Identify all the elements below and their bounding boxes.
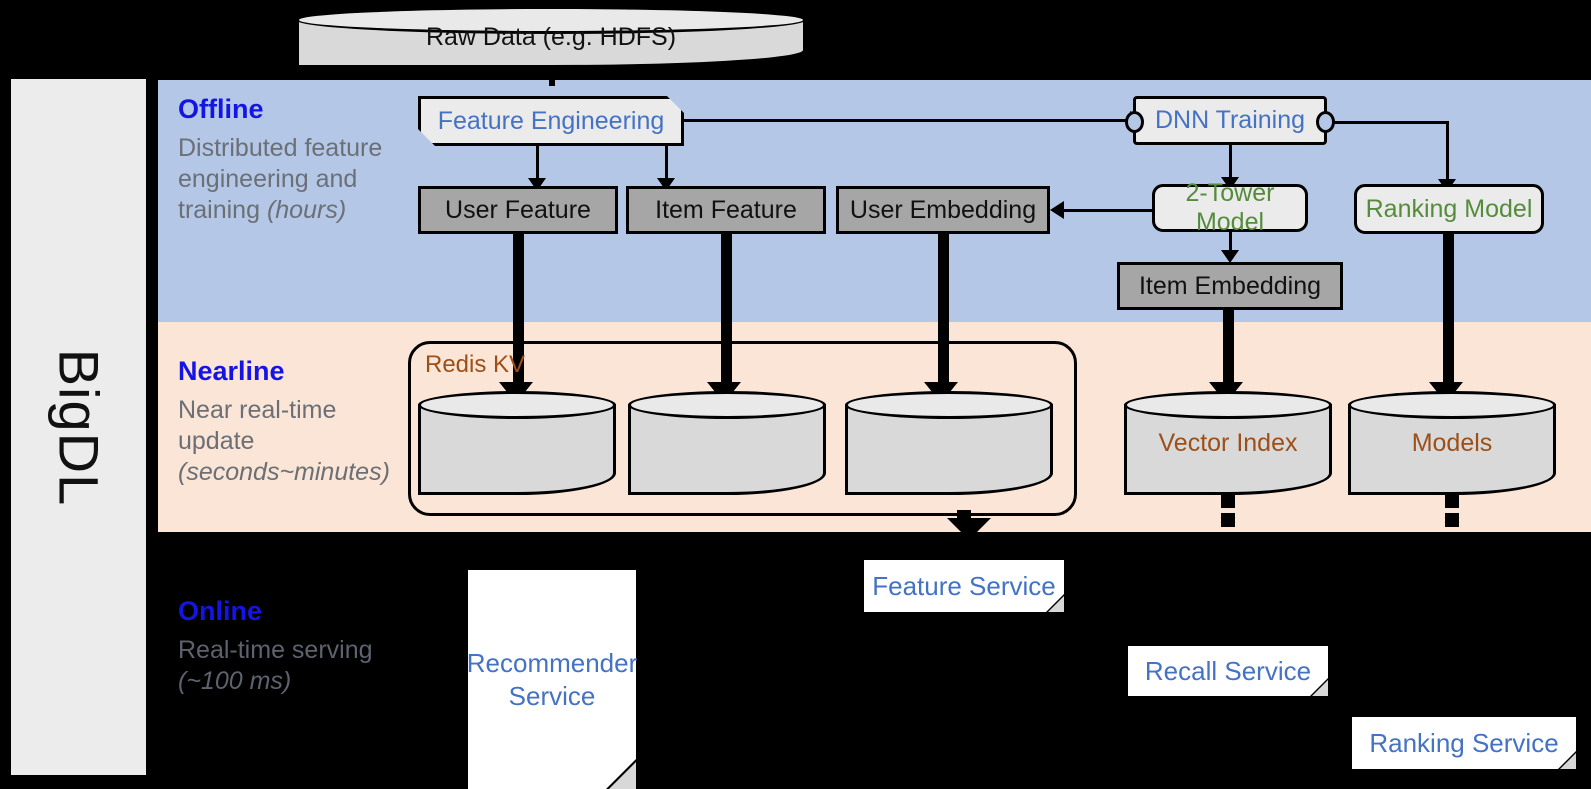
cylinder-top [296,6,806,34]
vector-index-cylinder[interactable]: Vector Index [1124,391,1332,495]
edge-fe-dnn [684,119,1132,122]
caption-offline: Offline Distributed feature engineering … [178,94,393,226]
cylinder-top [1124,391,1332,419]
node-user-embedding[interactable]: User Embedding [836,186,1050,234]
cylinder-top [845,391,1053,419]
caption-nearline: Nearline Near real-time update (seconds~… [178,356,393,488]
node-item-feature[interactable]: Item Feature [626,186,826,234]
cylinder-body [1348,404,1556,495]
cylinder-top [418,391,616,419]
node-shape [1133,96,1327,145]
item-embedding-label: Item Embedding [1138,271,1322,300]
offline-desc: Distributed feature engineering and trai… [178,133,393,226]
folded-corner-flap-icon [609,762,636,789]
two-tower-model-label: 2-Tower Model [1185,179,1275,236]
offline-desc-plain: Distributed feature engineering and trai… [178,134,383,224]
offline-title: Offline [178,94,264,124]
caption-online: Online Real-time serving (~100 ms) [178,596,393,697]
models-label: Models [1411,428,1493,457]
redis-kv-label: Redis KV [425,351,526,378]
offline-desc-italic: (hours) [266,196,347,224]
card-ranking-service[interactable]: Ranking Service [1352,717,1576,769]
node-dnn-training[interactable]: DNN Training [1125,96,1335,145]
cylinder-body [628,404,826,495]
edge-dnn-ranking-v [1446,121,1449,183]
connector-square-vector-2 [1221,513,1235,527]
vector-index-label: Vector Index [1158,428,1298,457]
online-desc-plain: Real-time serving [178,636,373,664]
cylinder-top [628,391,826,419]
recall-service-label: Recall Service [1144,655,1312,686]
nearline-desc: Near real-time update (seconds~minutes) [178,395,393,488]
edge-fe-userfeature [536,146,539,182]
cylinder-body [845,404,1053,495]
left-notch [1125,111,1144,133]
card-recall-service[interactable]: Recall Service [1128,646,1328,696]
pipe-userembedding [938,234,949,394]
node-item-embedding[interactable]: Item Embedding [1117,262,1343,310]
node-2-tower-model[interactable]: 2-Tower Model [1152,179,1308,236]
dnn-training-label: DNN Training [1154,106,1306,134]
cylinder-body [418,404,616,495]
store-user-feature-cylinder[interactable] [418,391,616,495]
online-desc-italic: (~100 ms) [178,667,292,695]
store-user-embedding-label [845,391,1053,495]
connector-square-models-2 [1445,513,1459,527]
feature-engineering-label: Feature Engineering [437,106,665,135]
pipe-rankingmodel [1443,234,1454,394]
item-feature-label: Item Feature [655,195,797,224]
edge-twotower-userembedding [1064,209,1152,212]
feature-service-label: Feature Service [872,570,1056,601]
recommender-service-label: Recommender Service [466,648,638,711]
node-shape [418,96,684,146]
redis-kv-container [408,341,1077,516]
ranking-service-label: Ranking Service [1369,727,1559,758]
arrow-twotower-userembedding [1050,201,1064,219]
pipe-itemfeature [721,234,732,394]
models-cylinder[interactable]: Models [1348,391,1556,495]
raw-data-cylinder: Raw Data (e.g. HDFS) [296,6,806,68]
folded-corner-flap-icon [1312,680,1328,696]
edge-twotower-itememb [1229,232,1232,254]
raw-data-label: Raw Data (e.g. HDFS) [425,22,677,51]
user-feature-label: User Feature [445,195,591,224]
store-user-feature-label [418,391,616,495]
store-user-embedding-cylinder[interactable] [845,391,1053,495]
folded-corner-flap-icon [1560,753,1576,769]
node-feature-engineering[interactable]: Feature Engineering [418,96,684,146]
connector-square-models-1 [1445,494,1459,508]
bigdl-label: BigDL [47,348,110,506]
right-notch [1316,111,1335,133]
node-user-feature[interactable]: User Feature [418,186,618,234]
nearline-desc-plain: Near real-time update [178,396,337,455]
nearline-desc-italic: (seconds~minutes) [178,458,390,486]
cylinder-top [1348,391,1556,419]
edge-dnn-twotower [1229,145,1232,181]
pipe-userfeature [513,234,524,394]
ranking-model-label: Ranking Model [1365,194,1533,223]
nearline-title: Nearline [178,356,285,386]
connector-square-vector-1 [1221,494,1235,508]
node-ranking-model[interactable]: Ranking Model [1354,184,1544,234]
online-desc: Real-time serving (~100 ms) [178,635,393,697]
store-item-feature-cylinder[interactable] [628,391,826,495]
online-title: Online [178,596,263,626]
pipe-itemembedding [1223,310,1234,394]
bigdl-framework-rail: BigDL [8,76,149,778]
card-recommender-service[interactable]: Recommender Service [466,570,638,789]
store-item-feature-label [628,391,826,495]
arrow-redis-featureservice [947,518,991,540]
user-embedding-label: User Embedding [849,195,1037,224]
folded-corner-flap-icon [1048,596,1064,612]
card-feature-service[interactable]: Feature Service [864,560,1064,612]
edge-dnn-ranking-h [1327,121,1449,124]
edge-fe-itemfeature [665,146,668,182]
arrow-twotower-itememb [1221,250,1239,263]
